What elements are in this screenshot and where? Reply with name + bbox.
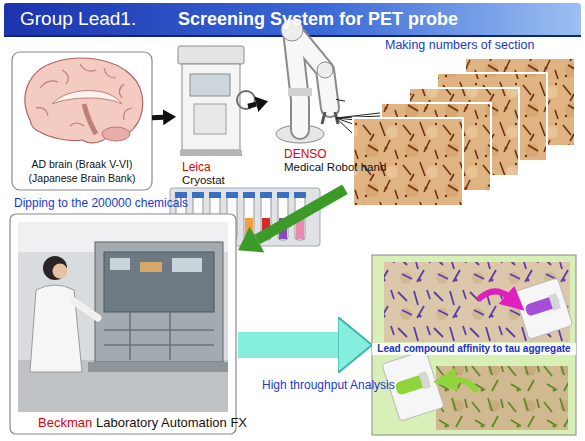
- result-panel: Lead compound affinity to tau aggregate: [372, 255, 576, 435]
- robot-arm-part: [322, 112, 338, 124]
- group-tag: Group Lead1.: [20, 8, 136, 31]
- flow-arrow: [257, 189, 345, 239]
- test-tube-rack-part: [209, 192, 221, 198]
- test-tube-rack-part: [243, 192, 255, 198]
- result-illustration-part: [514, 278, 573, 340]
- node-heading: Leica: [182, 160, 211, 174]
- link-line: [336, 99, 345, 101]
- node-heading: Dipping to the 200000 chemicals: [14, 196, 188, 210]
- cryostat-machine: [178, 46, 255, 156]
- node-heading: Making numbers of section: [385, 38, 534, 53]
- node-text: Laboratory Automation FX: [96, 415, 247, 431]
- test-tube-rack-part: [277, 192, 289, 198]
- lab-photo-part: [104, 252, 214, 312]
- lab-photo-part: [104, 312, 214, 360]
- node-text: Medical Robot hand: [284, 161, 386, 175]
- node-heading: Lead compound affinity to tau aggregate: [372, 343, 576, 355]
- flow-arrow: [248, 104, 256, 106]
- test-tube-rack-part: [296, 218, 304, 239]
- result-illustration: [372, 255, 576, 435]
- robot-hand-unit: DENSOMedical Robot hand: [268, 4, 336, 182]
- lab-photo-part: [72, 300, 98, 318]
- lab-photo-part: [140, 262, 162, 272]
- cryostat-unit: LeicaCryostat: [176, 40, 248, 190]
- result-illustration-part-part: [418, 371, 431, 390]
- test-tube-rack-part: [295, 196, 305, 240]
- test-tube-rack-part: [244, 196, 254, 240]
- lab-photo: [10, 214, 236, 434]
- cryostat-machine-part: [178, 46, 244, 64]
- lab-photo-part: [95, 242, 223, 362]
- lab-photo-part: [172, 258, 202, 272]
- result-illustration-part: [372, 255, 576, 435]
- test-tube-rack-part: [262, 218, 270, 239]
- test-tube-rack-part: [260, 192, 272, 198]
- robot-arm-part: [317, 62, 333, 78]
- brain-illustration-part: [12, 52, 152, 190]
- test-tube-rack-part: [245, 218, 253, 239]
- robot-arm-part: [288, 88, 312, 96]
- brain-panel: AD brain (Braak V-VI)(Japanese Brain Ban…: [12, 52, 152, 190]
- test-tube-rack-part: [294, 192, 306, 198]
- result-illustration-part-part: [514, 278, 573, 340]
- cryostat-machine-part: [182, 64, 240, 150]
- cryostat-machine-part: [190, 74, 230, 96]
- cryostat-machine-part: [194, 104, 226, 134]
- flow-arrow: [152, 115, 163, 121]
- lab-photo-part: [18, 222, 228, 412]
- brain-illustration-part: [52, 91, 122, 105]
- lab-photo-part: [43, 256, 67, 280]
- result-illustration-part-part: [548, 293, 561, 311]
- lab-photo-part: [10, 214, 236, 434]
- brain-illustration-part: [36, 64, 132, 126]
- arrow-label: High throughput Analysis: [262, 378, 395, 392]
- lab-photo-part: [53, 264, 68, 279]
- node-heading: DENSO: [284, 147, 327, 161]
- brain-illustration: [12, 52, 152, 190]
- brain-illustration-part: [102, 127, 130, 141]
- robot-arm: [276, 19, 338, 143]
- test-tube-rack-part: [279, 218, 287, 239]
- test-tube-rack-part: [226, 192, 238, 198]
- cryostat-machine-part: [180, 150, 242, 156]
- test-tube-rack-part: [278, 196, 288, 240]
- tissue-sections: [353, 58, 575, 206]
- lab-photo-part: [88, 362, 228, 372]
- cryostat-machine-part: [237, 91, 255, 109]
- node-text: (Japanese Brain Bank): [12, 172, 152, 185]
- automation-panel: Dipping to the 200000 chemicalsBeckmanLa…: [8, 196, 238, 436]
- section-stack: Making numbers of section: [345, 38, 577, 208]
- node-heading: AD brain (Braak V-VI): [12, 158, 152, 171]
- flow-arrow: [238, 332, 338, 358]
- lab-photo-part: [110, 258, 130, 270]
- result-illustration-part: [436, 366, 568, 430]
- test-tube-rack-part: [261, 196, 271, 240]
- node-text: Cryostat: [182, 174, 225, 188]
- brain-illustration-part: [25, 58, 143, 143]
- slide-title: Screening System for PET probe: [178, 9, 458, 31]
- brain-illustration-part: [84, 104, 96, 134]
- result-illustration-part: [478, 291, 510, 300]
- result-illustration-part: [452, 380, 476, 392]
- node-text: Beckman: [38, 415, 92, 431]
- test-tube-rack-part: [192, 192, 204, 198]
